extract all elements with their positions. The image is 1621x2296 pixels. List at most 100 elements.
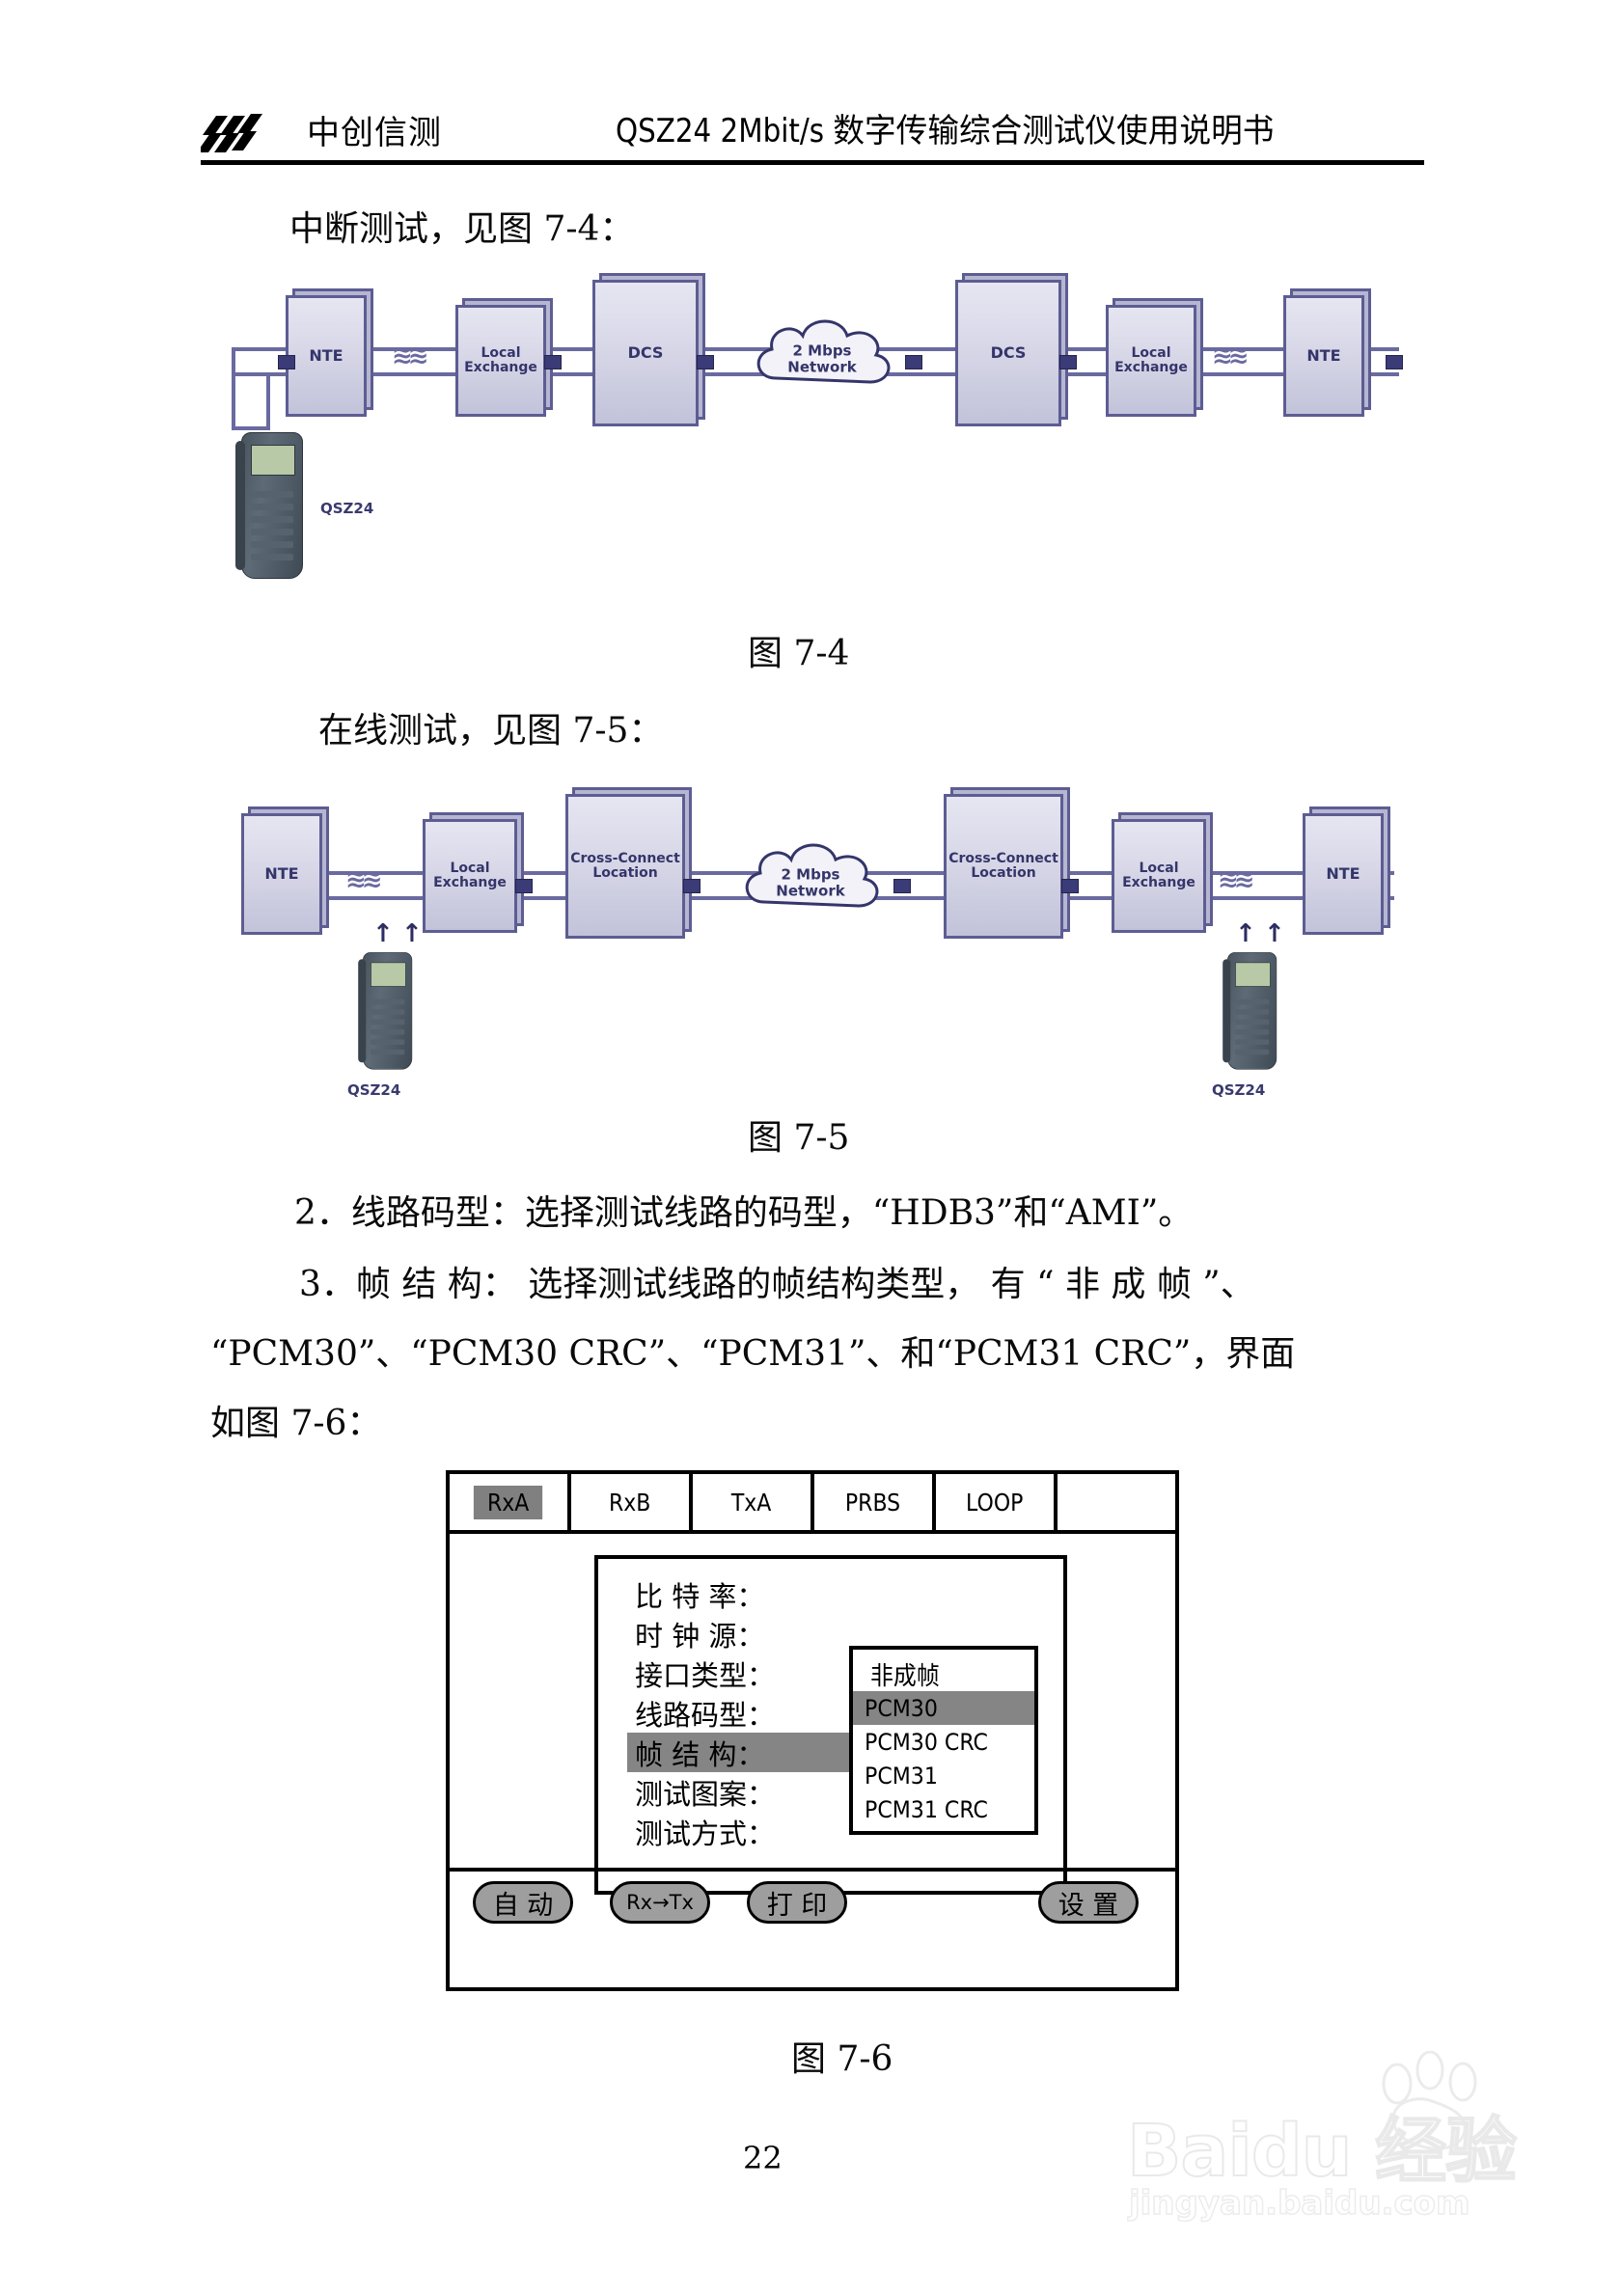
wire-left-foot [232,426,270,430]
connector-lex-left [544,355,562,369]
qsz24-meter-right [1223,952,1278,1070]
softkey-settings[interactable]: 设 置 [1038,1881,1139,1924]
menu-item-line-code[interactable]: 线路码型： [627,1693,849,1733]
menu-item-frame-structure-label: 帧 结 构： [635,1737,765,1771]
arrow-up-left-1: ↑ [372,919,394,948]
cloud-2mbps-network: 2 Mbps Network [745,309,899,409]
softkey-print-label: 打 印 [766,1890,828,1921]
connector-nte-right [1386,355,1403,369]
node-nte-right-75: NTE [1303,813,1384,935]
softkey-print[interactable]: 打 印 [747,1881,847,1924]
tab-rxb[interactable]: RxB [571,1474,693,1530]
dropdown-option-unframed-label: 非成帧 [870,1662,940,1691]
menu-item-test-mode[interactable]: 测试方式： [627,1812,849,1851]
dropdown-option-unframed[interactable]: 非成帧 [853,1657,1034,1691]
tab-rxa-label: RxA [474,1485,543,1519]
menu-item-interface-type[interactable]: 接口类型： [627,1654,849,1693]
figure-7-5-diagram: NTE ≋≋ Local Exchange Cross-Connect Loca… [232,777,1409,1100]
menu-item-test-pattern[interactable]: 测试图案： [627,1772,849,1812]
meter-keypad-left [371,998,405,1059]
node-nte-left: NTE [286,295,367,417]
cloud-label-line2: Network [787,358,857,375]
watermark-brand: Baidu 经验 [1126,2109,1518,2194]
meter-screen-right [1235,962,1271,987]
arrow-up-left-2: ↑ [401,919,423,948]
dropdown-option-pcm31-crc[interactable]: PCM31 CRC [853,1792,1034,1826]
dropdown-option-pcm30-crc-label: PCM30 CRC [865,1728,988,1756]
menu-item-clock-source[interactable]: 时 钟 源： [627,1614,849,1654]
connector-nte-left [278,355,295,369]
menu-item-test-mode-label: 测试方式： [635,1817,776,1850]
paragraph-online-test: 在线测试，见图 7-5： [318,711,664,751]
lcd-tab-bar: RxA RxB TxA PRBS LOOP [450,1474,1175,1534]
zigzag-link-right: ≋≋ [1212,342,1250,370]
arrow-up-right-1: ↑ [1235,919,1256,948]
instrument-lcd-screen: RxA RxB TxA PRBS LOOP 比 特 率： [446,1470,1179,1991]
tab-txa[interactable]: TxA [693,1474,814,1530]
page-number: 22 [743,2140,783,2176]
zigzag-link-right-75: ≋≋ [1218,865,1255,894]
dropdown-option-pcm30[interactable]: PCM30 [853,1691,1034,1725]
meter-screen-left [371,962,406,987]
tab-txa-label: TxA [731,1488,772,1517]
meter-keypad-right [1235,998,1270,1059]
meter-keypad [251,491,293,566]
tab-empty[interactable] [1058,1474,1175,1530]
frame-structure-dropdown[interactable]: 非成帧 PCM30 PCM30 CRC PCM31 PCM31 CRC [849,1646,1038,1835]
node-local-exchange-right-75: Local Exchange [1112,819,1206,933]
header-doc-title: QSZ24 2Mbit/s 数字传输综合测试仪使用说明书 [616,112,1275,150]
connector-cloud-right [905,355,922,369]
wire-left-drop [232,347,235,430]
meter-label: QSZ24 [320,500,374,517]
softkey-rx-to-tx-label: Rx→Tx [626,1891,694,1914]
zigzag-link-left: ≋≋ [392,342,429,370]
figure-7-4-diagram: NTE ≋≋ Local Exchange DCS 2 Mbps Network [232,280,1409,598]
figure-7-6-caption: 图 7-6 [791,2039,893,2079]
node-cross-connect-left: Cross-Connect Location [565,794,685,939]
menu-item-clock-source-label: 时 钟 源： [635,1619,765,1653]
connector-lex-left-75 [515,879,533,893]
cloud-2mbps-network-75: 2 Mbps Network [733,833,888,933]
dropdown-option-pcm31[interactable]: PCM31 [853,1759,1034,1792]
connector-xconn-left [683,879,701,893]
page-header: 中创信测 QSZ24 2Mbit/s 数字传输综合测试仪使用说明书 [197,104,1424,164]
settings-menu: 比 特 率： 时 钟 源： 接口类型： 线路码型： 帧 结 构： [627,1574,849,1851]
paragraph-2-line-code: 2．线路码型：选择测试线路的码型，“HDB3”和“AMI”。 [294,1193,1194,1233]
node-cross-connect-right: Cross-Connect Location [944,794,1063,939]
node-nte-left-75: NTE [241,813,322,935]
figure-7-4-caption: 图 7-4 [748,634,850,673]
node-dcs-right: DCS [955,280,1061,426]
softkey-auto[interactable]: 自 动 [473,1881,573,1924]
qsz24-meter-left [358,952,413,1070]
menu-item-line-code-label: 线路码型： [635,1698,776,1732]
tab-rxa[interactable]: RxA [450,1474,571,1530]
softkey-auto-label: 自 动 [492,1890,554,1921]
meter-label-right: QSZ24 [1212,1081,1266,1099]
menu-item-frame-structure[interactable]: 帧 结 构： [627,1733,849,1772]
meter-label-left: QSZ24 [347,1081,401,1099]
paragraph-interrupt-test: 中断测试，见图 7-4： [289,209,635,249]
menu-item-bit-rate[interactable]: 比 特 率： [627,1574,849,1614]
tab-prbs-label: PRBS [845,1488,901,1517]
tab-prbs[interactable]: PRBS [814,1474,936,1530]
tab-loop[interactable]: LOOP [936,1474,1058,1530]
cloud-label-line1: 2 Mbps [792,342,852,360]
figure-7-5-caption: 图 7-5 [748,1118,850,1158]
zigzag-link-left-75: ≋≋ [345,865,383,894]
wire-left-drop2 [266,372,270,430]
arrow-up-right-2: ↑ [1264,919,1285,948]
node-dcs-left: DCS [592,280,699,426]
dropdown-option-pcm30-crc[interactable]: PCM30 CRC [853,1725,1034,1759]
settings-panel: 比 特 率： 时 钟 源： 接口类型： 线路码型： 帧 结 构： [594,1555,1067,1895]
watermark-url: jingyan.baidu.com [1128,2183,1470,2224]
node-local-exchange-right: Local Exchange [1106,305,1196,417]
menu-item-test-pattern-label: 测试图案： [635,1777,776,1811]
qsz24-meter-device [235,432,303,579]
tab-empty-label [1103,1499,1130,1505]
meter-screen [251,445,295,476]
dropdown-option-pcm31-crc-label: PCM31 CRC [865,1795,988,1823]
softkey-rx-to-tx[interactable]: Rx→Tx [610,1881,710,1924]
header-brand: 中创信测 [307,114,442,152]
dropdown-option-pcm30-label: PCM30 [865,1694,938,1722]
